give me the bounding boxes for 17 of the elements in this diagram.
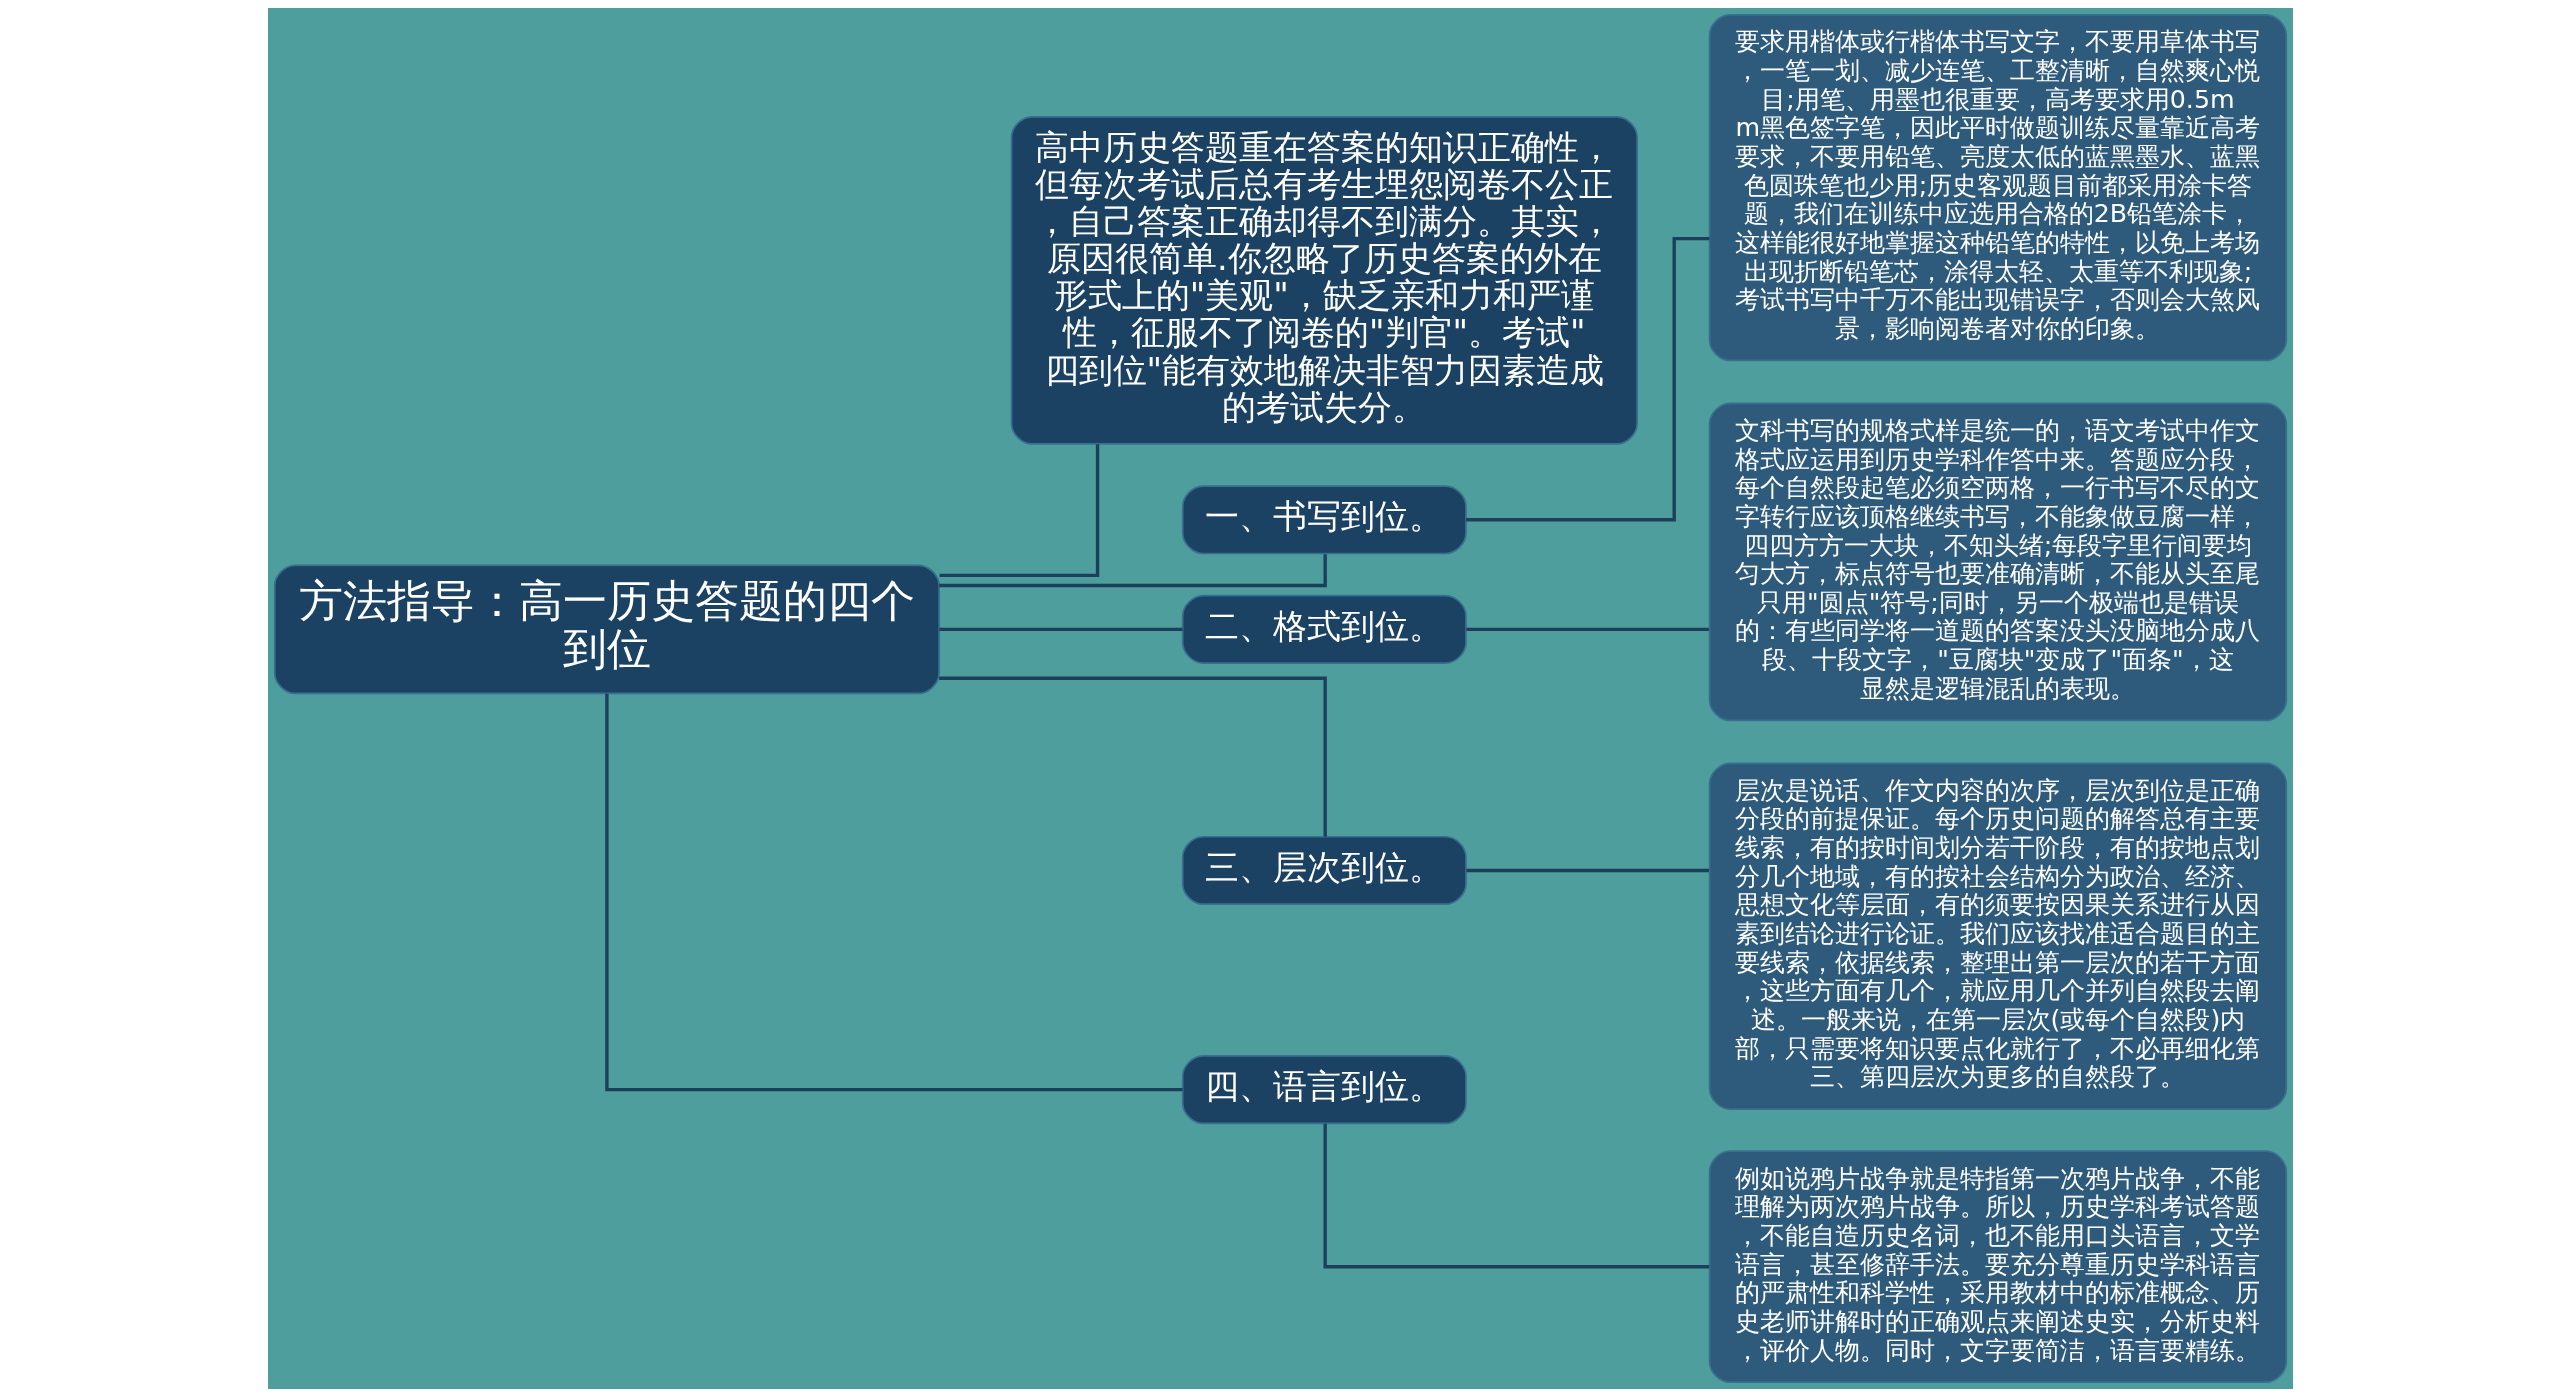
connector xyxy=(938,627,1182,632)
connector xyxy=(1323,1123,1709,1269)
node-box: 一、书写到位。 xyxy=(1181,485,1467,555)
node-box: 三、层次到位。 xyxy=(1181,835,1467,906)
connector xyxy=(939,444,1099,578)
node-box: 要求用楷体或行楷体书写文字，不要用草体书写，一笔一划、减少连笔、工整清晰，自然爽心悦目;用笔、用墨也很重要，高考要求用0.5mm黑色签字笔，因此平时做题训练尽量靠近高考要求，不要用铅笔、亮度太低的蓝黑墨水、蓝黑色圆珠笔也少用;历史客观题目前都采用涂卡答题，我们在训练中应选用合格的2B铅笔涂卡，这样能很好地掌握这种铅笔的特性，以免上考场出现折断铅笔芯，涂得太轻、太重等不利现象;考试书写中千万不能出现错误字，否则会大煞风景，影响阅卷者对你的印象。 xyxy=(1708,13,2287,362)
node-box: 高中历史答题重在答案的知识正确性，但每次考试后总有考生埋怨阅卷不公正，自己答案正确却得不到满分。其实，原因很简单.你忽略了历史答案的外在形式上的"美观"，缺乏亲和力和严谨性，征服不了阅卷的"判官"。考试"四到位"能有效地解决非智力因素造成的考试失分。 xyxy=(1010,115,1638,445)
node-box: 方法指导：高一历史答题的四个到位 xyxy=(273,564,940,695)
connector xyxy=(1465,627,1709,632)
connector xyxy=(604,693,1183,1092)
node-box: 四、语言到位。 xyxy=(1181,1055,1467,1125)
connector xyxy=(938,676,1327,837)
node-box: 二、格式到位。 xyxy=(1181,594,1467,664)
node-box: 层次是说话、作文内容的次序，层次到位是正确分段的前提保证。每个历史问题的解答总有主要线索，有的按时间划分若干阶段，有的按地点划分几个地域，有的按社会结构分为政治、经济、思想文化等层面，有的须要按因果关系进行从因素到结论进行论证。我们应该找准适合题目的主要线索，依据线索，整理出第一层次的若干方面，这些方面有几个，就应用几个并列自然段去阐述。一般来说，在第一层次(或每个自然段)内部，只需要将知识要点化就行了，不必再细化第三、第四层次为更多的自然段了。 xyxy=(1708,762,2287,1110)
node-box: 文科书写的规格式样是统一的，语文考试中作文格式应运用到历史学科作答中来。答题应分段，每个自然段起笔必须空两格，一行书写不尽的文字转行应该顶格继续书写，不能象做豆腐一样，四四方方一大块，不知头绪;每段字里行间要均匀大方，标点符号也要准确清晰，不能从头至尾只用"圆点"符号;同时，另一个极端也是错误的：有些同学将一道题的答案没头没脑地分成八段、十段文字，"豆腐块"变成了"面条"，这显然是逻辑混乱的表现。 xyxy=(1708,402,2287,722)
node-box: 例如说鸦片战争就是特指第一次鸦片战争，不能理解为两次鸦片战争。所以，历史学科考试答题，不能自造历史名词，也不能用口头语言，文学语言，甚至修辞手法。要充分尊重历史学科语言的严肃性和科学性，采用教材中的标准概念、历史老师讲解时的正确观点来阐述史实，分析史料，评价人物。同时，文字要简洁，语言要精练。 xyxy=(1708,1150,2287,1384)
connector xyxy=(1465,868,1709,873)
